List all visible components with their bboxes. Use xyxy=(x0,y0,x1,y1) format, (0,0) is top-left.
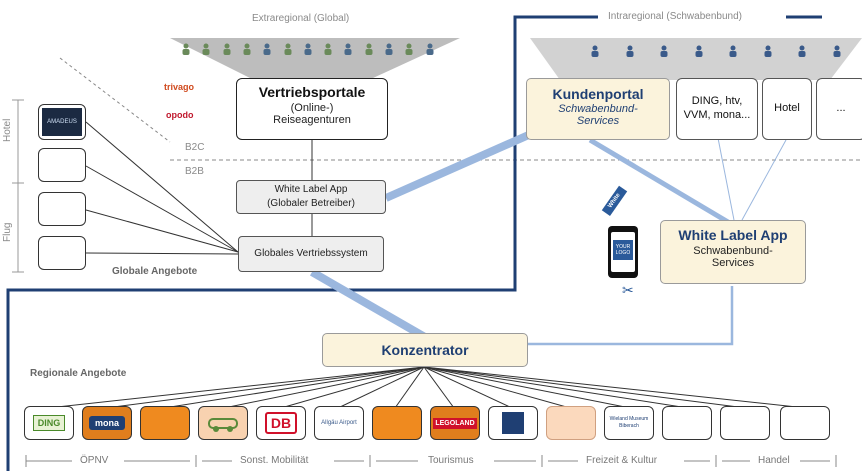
handel-tile-3 xyxy=(780,406,830,440)
handel-tile-2 xyxy=(720,406,770,440)
ding-box: DING, htv, VVM, mona... xyxy=(676,78,758,140)
category-mobilitaet: Sonst. Mobilität xyxy=(240,455,309,466)
globales-vertriebssystem-box: Globales Vertriebssystem xyxy=(238,236,384,272)
b2b-label: B2B xyxy=(185,166,204,177)
white-label-regional-line2: Services xyxy=(711,257,755,269)
orange-tile-1 xyxy=(140,406,190,440)
vertriebsportale-title: Vertriebsportale xyxy=(258,84,366,100)
person-icon xyxy=(764,44,772,57)
db-logo: DB xyxy=(264,412,298,434)
tools-icon: ✂ xyxy=(622,282,634,298)
trivago-logo: trivago xyxy=(164,82,195,92)
vertriebsportale-box: Vertriebsportale (Online-) Reiseagenture… xyxy=(236,78,388,140)
white-label-global-line2: (Globaler Betreiber) xyxy=(267,198,355,209)
hotel-side-label: Hotel xyxy=(2,118,13,142)
mona-logo: mona xyxy=(88,416,125,430)
kultur-tile xyxy=(488,406,538,440)
dashed-divider xyxy=(59,57,171,143)
flight-provider-box-1 xyxy=(38,192,86,226)
vertriebsportale-line2: Reiseagenturen xyxy=(273,114,351,126)
flug-side-label: Flug xyxy=(2,222,13,242)
ding-box-line1: DING, htv, xyxy=(691,95,743,107)
person-icon xyxy=(263,42,271,55)
regionale-angebote-label: Regionale Angebote xyxy=(30,368,127,379)
intraregional-funnel xyxy=(530,38,862,80)
legoland-tile: LEGOLAND xyxy=(430,406,480,440)
opodo-logo: opodo xyxy=(166,110,194,120)
ding-tile: DING xyxy=(24,406,74,440)
handel-tile-1 xyxy=(662,406,712,440)
ding-box-line2: VVM, mona... xyxy=(683,109,751,121)
person-icon xyxy=(344,42,352,55)
person-icon xyxy=(833,44,841,57)
amadeus-logo: AMADEUS xyxy=(42,108,82,136)
person-icon xyxy=(405,42,413,55)
globale-angebote-label: Globale Angebote xyxy=(112,266,198,277)
kundenportal-box: Kundenportal Schwabenbund- Services xyxy=(526,78,670,140)
ding-logo: DING xyxy=(32,415,66,431)
person-icon xyxy=(426,42,434,55)
blue-connector-gvs-konzentrator xyxy=(310,268,432,344)
person-icon xyxy=(729,44,737,57)
orange-tile-2 xyxy=(372,406,422,440)
hotel-provider-box xyxy=(38,148,86,182)
intraregional-frame xyxy=(6,15,598,471)
person-icon xyxy=(304,42,312,55)
category-freizeit: Freizeit & Kultur xyxy=(586,455,658,466)
peach-tile xyxy=(546,406,596,440)
extraregional-label: Extraregional (Global) xyxy=(252,13,350,24)
konzentrator-box: Konzentrator xyxy=(322,333,528,367)
white-label-global-line1: White Label App xyxy=(274,184,348,195)
person-icon xyxy=(626,44,634,57)
vertriebsportale-line1: (Online-) xyxy=(290,102,334,114)
white-label-regional-line1: Schwabenbund- xyxy=(693,245,773,257)
person-icon xyxy=(284,42,292,55)
intraregional-label: Intraregional (Schwabenbund) xyxy=(608,11,742,22)
category-brackets xyxy=(25,455,837,467)
white-label-regional-box: White Label App Schwabenbund- Services xyxy=(660,220,806,284)
blue-connector-kundenportal-wla xyxy=(588,137,730,225)
category-handel: Handel xyxy=(758,455,790,466)
person-icon xyxy=(695,44,703,57)
category-tourismus: Tourismus xyxy=(428,455,474,466)
car-icon xyxy=(208,418,238,432)
your-logo: YOUR LOGO xyxy=(613,240,633,260)
category-oepnv: ÖPNV xyxy=(80,455,109,466)
hotel-box: Hotel xyxy=(762,78,812,140)
more-box: ... xyxy=(816,78,862,140)
white-label-global-box: White Label App (Globaler Betreiber) xyxy=(236,180,386,214)
allgaeu-airport-tile: Allgäu Airport xyxy=(314,406,364,440)
person-icon xyxy=(324,42,332,55)
person-icon xyxy=(243,42,251,55)
db-tile: DB xyxy=(256,406,306,440)
person-icon xyxy=(365,42,373,55)
kundenportal-line2: Services xyxy=(576,115,620,127)
person-icon xyxy=(591,44,599,57)
amadeus-box: AMADEUS xyxy=(38,104,86,140)
person-icon xyxy=(660,44,668,57)
person-icon xyxy=(202,42,210,55)
kundenportal-title: Kundenportal xyxy=(552,86,644,102)
phone-icon: YOUR LOGO xyxy=(608,226,638,278)
person-icon xyxy=(798,44,806,57)
person-icon xyxy=(223,42,231,55)
wieland-museum-tile: Wieland Museum Biberach xyxy=(604,406,654,440)
konzentrator-fanout xyxy=(47,366,807,409)
b2c-label: B2C xyxy=(185,142,205,153)
car-tile xyxy=(198,406,248,440)
kundenportal-line1: Schwabenbund- xyxy=(558,103,638,115)
white-label-regional-title: White Label App xyxy=(678,227,788,243)
mona-tile: mona xyxy=(82,406,132,440)
person-icon xyxy=(182,42,190,55)
flight-provider-box-2 xyxy=(38,236,86,270)
legoland-logo: LEGOLAND xyxy=(433,417,477,429)
person-icon xyxy=(385,42,393,55)
blue-connector-wla-konzentrator xyxy=(528,286,734,346)
